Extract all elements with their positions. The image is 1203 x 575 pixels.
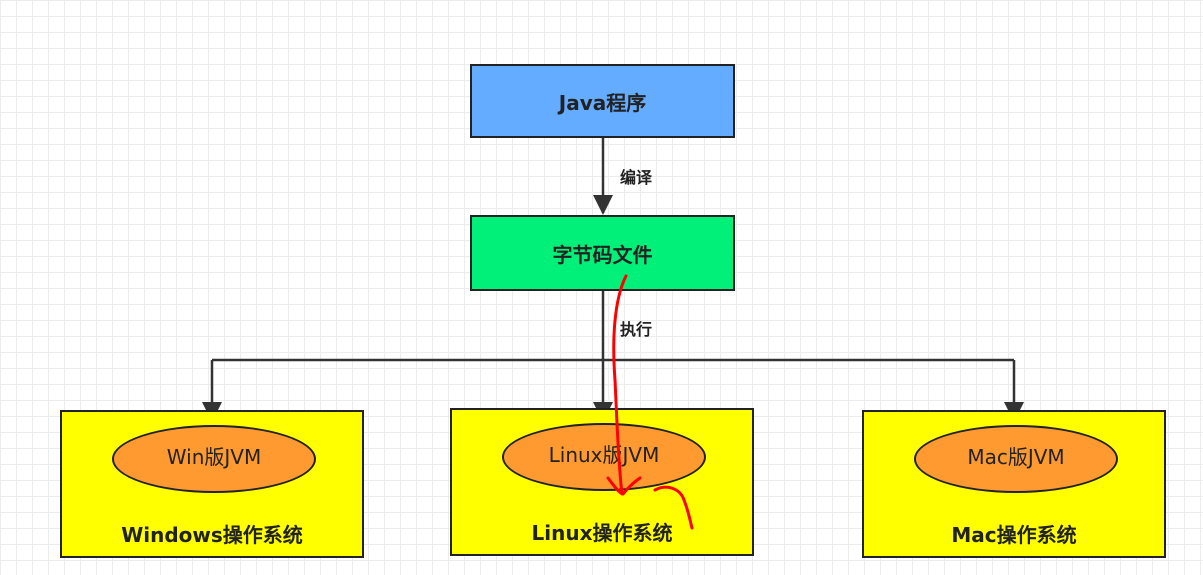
windows-jvm-ellipse: Win版JVM [112, 425, 316, 493]
bytecode-file-label: 字节码文件 [552, 242, 653, 267]
linux-jvm-label: Linux版JVM [548, 443, 660, 467]
bytecode-file-node: 字节码文件 [470, 215, 735, 291]
mac-os-node: Mac版JVM Mac操作系统 [862, 410, 1166, 558]
linux-jvm-ellipse: Linux版JVM [502, 423, 706, 491]
windows-os-label: Windows操作系统 [121, 523, 303, 547]
compile-label: 编译 [620, 168, 653, 187]
mac-jvm-label: Mac版JVM [967, 445, 1065, 469]
mac-jvm-ellipse: Mac版JVM [914, 425, 1118, 493]
linux-os-node: Linux版JVM Linux操作系统 [450, 408, 754, 556]
java-program-label: Java程序 [558, 90, 647, 115]
mac-os-label: Mac操作系统 [951, 523, 1077, 547]
linux-os-label: Linux操作系统 [531, 521, 673, 545]
java-program-node: Java程序 [470, 64, 735, 138]
execute-label: 执行 [620, 320, 653, 339]
windows-os-node: Win版JVM Windows操作系统 [60, 410, 364, 558]
windows-jvm-label: Win版JVM [166, 445, 262, 469]
